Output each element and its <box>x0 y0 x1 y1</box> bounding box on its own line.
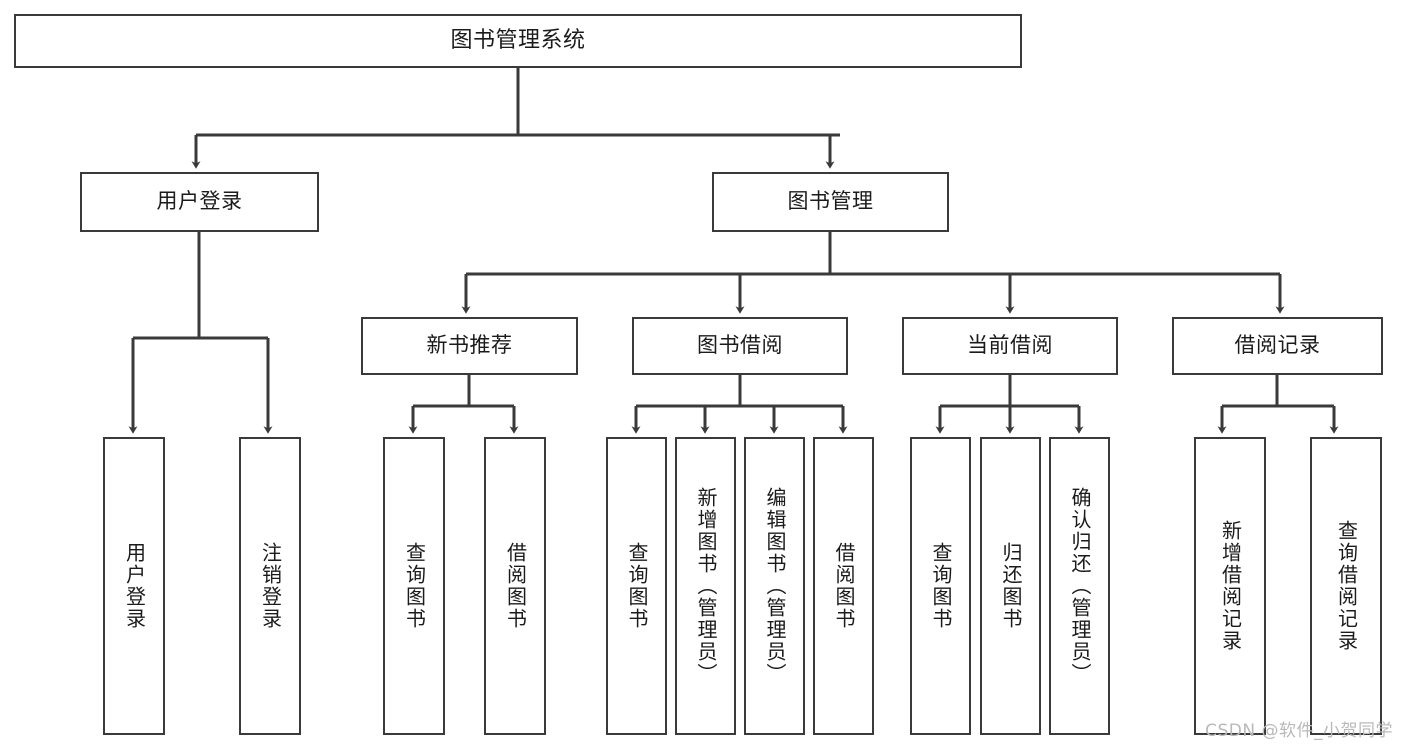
node-label: 借阅记录 <box>1234 333 1321 358</box>
node-label: 查询图书 <box>929 542 953 630</box>
leaf-borrow-record-query-record[interactable]: 查询借阅记录 <box>1310 437 1382 735</box>
node-label: 归还图书 <box>999 542 1023 630</box>
node-label: 注销登录 <box>258 542 283 630</box>
node-label: 借阅图书 <box>503 542 528 630</box>
leaf-current-borrow-confirm-return-admin[interactable]: 确认归还（管理员） <box>1049 437 1110 735</box>
node-label: 新增借阅记录 <box>1218 520 1243 652</box>
node-book-borrow[interactable]: 图书借阅 <box>632 317 848 375</box>
leaf-user-login-login[interactable]: 用户登录 <box>103 437 165 735</box>
leaf-new-book-borrow-book[interactable]: 借阅图书 <box>484 437 546 735</box>
leaf-current-borrow-query-book[interactable]: 查询图书 <box>910 437 971 735</box>
watermark-text: CSDN @软件_小贺同学 <box>1205 721 1393 741</box>
node-user-login[interactable]: 用户登录 <box>80 172 319 232</box>
node-label: 新增图书（管理员） <box>694 487 718 685</box>
node-label: 查询图书 <box>402 542 427 630</box>
leaf-book-borrow-borrow-book[interactable]: 借阅图书 <box>813 437 874 735</box>
node-label: 查询借阅记录 <box>1334 520 1359 652</box>
node-label: 用户登录 <box>122 542 147 630</box>
leaf-current-borrow-return-book[interactable]: 归还图书 <box>980 437 1041 735</box>
leaf-book-borrow-edit-book-admin[interactable]: 编辑图书（管理员） <box>744 437 805 735</box>
node-label: 确认归还（管理员） <box>1068 487 1092 685</box>
node-book-management[interactable]: 图书管理 <box>712 172 949 232</box>
node-label: 当前借阅 <box>967 333 1053 358</box>
node-label: 查询图书 <box>625 542 649 630</box>
leaf-book-borrow-query-book[interactable]: 查询图书 <box>606 437 667 735</box>
node-label: 用户登录 <box>156 189 243 214</box>
node-label: 图书管理系统 <box>450 27 586 53</box>
leaf-borrow-record-add-record[interactable]: 新增借阅记录 <box>1194 437 1266 735</box>
leaf-new-book-query-book[interactable]: 查询图书 <box>383 437 445 735</box>
node-borrow-record[interactable]: 借阅记录 <box>1172 317 1383 375</box>
leaf-book-borrow-add-book-admin[interactable]: 新增图书（管理员） <box>675 437 736 735</box>
node-label: 新书推荐 <box>426 333 513 358</box>
node-label: 图书借阅 <box>697 333 783 358</box>
node-label: 图书管理 <box>787 189 874 214</box>
node-label: 借阅图书 <box>832 542 856 630</box>
node-current-borrow[interactable]: 当前借阅 <box>902 317 1118 375</box>
node-new-book-recommend[interactable]: 新书推荐 <box>361 317 578 375</box>
leaf-user-login-logout[interactable]: 注销登录 <box>239 437 301 735</box>
node-label: 编辑图书（管理员） <box>763 487 787 685</box>
node-root-book-management-system[interactable]: 图书管理系统 <box>14 14 1022 68</box>
